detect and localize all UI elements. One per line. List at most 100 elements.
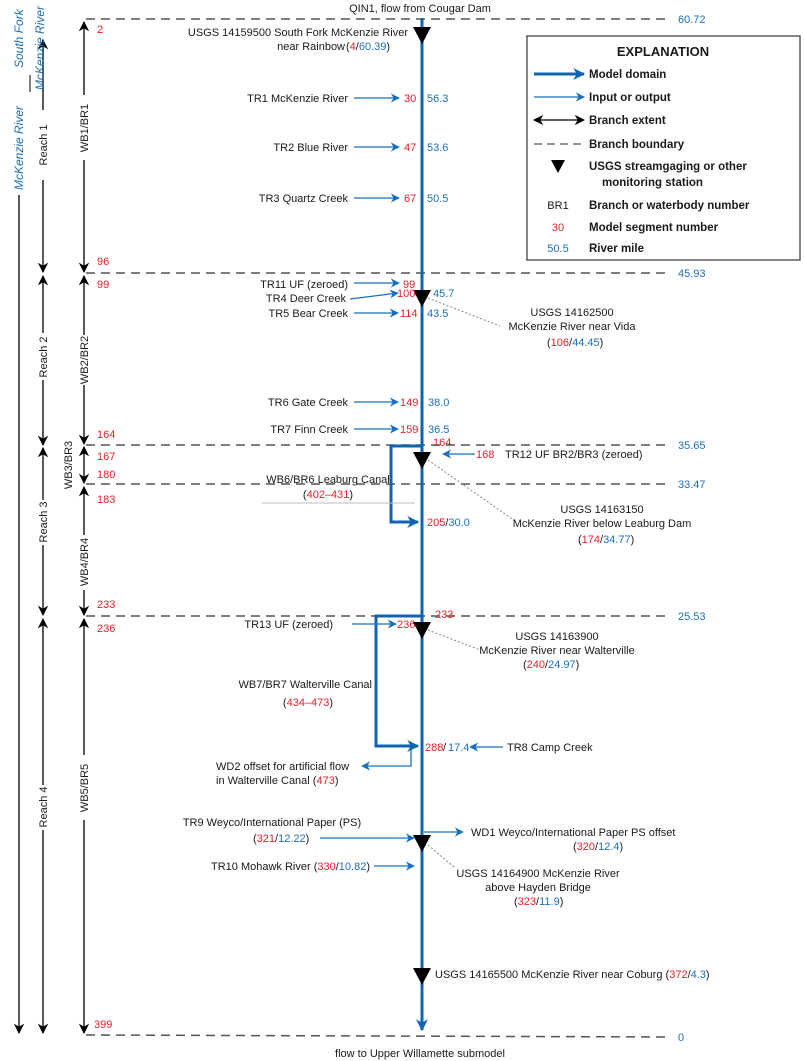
station-triangle-icon[interactable] [413, 27, 431, 44]
station-triangle-icon[interactable] [413, 968, 431, 985]
station-name: McKenzie River near Vida [509, 321, 637, 333]
station-name: USGS 14159500 South Fork McKenzie River [188, 27, 408, 39]
tributary-name: TR4 Deer Creek [266, 293, 347, 305]
station-name: USGS 14163150 [560, 504, 643, 516]
reach-label: Reach 3 [38, 502, 50, 543]
river-mile: 38.0 [428, 397, 449, 409]
station-label-1: USGS 14159500 South Fork McKenzie River … [188, 27, 408, 53]
station-name: McKenzie River near Walterville [479, 645, 634, 657]
tributary-arrows [320, 93, 503, 871]
station-label-6: USGS 14165500 McKenzie River near Coburg… [435, 969, 710, 981]
outflow-title: flow to Upper Willamette submodel [335, 1048, 505, 1060]
station-name: USGS 14164900 McKenzie River [456, 868, 620, 880]
withdrawal-codes: in Walterville Canal (473) [216, 775, 339, 787]
river-label-south-fork: McKenzie River [33, 5, 47, 90]
segment-number: 159 [400, 424, 418, 436]
station-triangle-icon[interactable] [413, 290, 431, 307]
legend-sample-branch: BR1 [547, 200, 568, 212]
legend-label: Model domain [589, 69, 666, 81]
tributary-codes: TR10 Mohawk River (330/10.82) [211, 861, 370, 873]
legend-label: Input or output [589, 92, 671, 104]
legend-label: Branch boundary [589, 139, 685, 151]
branch-label: WB4/BR4 [79, 538, 91, 586]
river-label-mckenzie: McKenzie River [12, 105, 26, 190]
legend-label: Branch or waterbody number [589, 200, 750, 212]
station-name: above Hayden Bridge [485, 882, 591, 894]
segment-number: 236 [397, 619, 415, 631]
boundary-river-mile: 45.93 [678, 268, 706, 280]
legend-label: Branch extent [589, 115, 666, 127]
boundary-river-mile: 60.72 [678, 14, 706, 26]
station-name: USGS 14163900 [515, 631, 598, 643]
withdrawal-codes: (320/12.4) [573, 841, 623, 853]
canal-name: WB7/BR7 Walterville Canal [239, 679, 372, 691]
tributary-name: TR13 UF (zeroed) [244, 619, 333, 631]
segment-number: 233 [97, 599, 115, 611]
tributary-name: TR1 McKenzie River [247, 93, 348, 105]
tributary-name: TR9 Weyco/International Paper (PS) [183, 817, 361, 829]
station-name: McKenzie River below Leaburg Dam [513, 518, 692, 530]
station-codes: (4/60.39) [346, 41, 390, 53]
canal-range: (402–431) [303, 489, 353, 501]
segment-number: 30 [404, 93, 416, 105]
tributary-name: TR5 Bear Creek [269, 308, 349, 320]
boundary-river-mile: 0 [678, 1032, 684, 1044]
boundary-line-0 [85, 1034, 669, 1038]
legend-label: River mile [589, 243, 644, 255]
segment-number: 164 [97, 429, 115, 441]
boundary-river-mile: 35.65 [678, 440, 706, 452]
withdrawal-name: WD1 Weyco/International Paper PS offset [471, 827, 675, 839]
river-mile: 50.5 [427, 193, 448, 205]
segment-number: 180 [97, 469, 115, 481]
tributary-codes: (321/12.22) [253, 833, 309, 845]
legend-sample-segment: 30 [552, 222, 564, 234]
branch-label: WB5/BR5 [79, 764, 91, 812]
segment-number: 99 [97, 279, 109, 291]
station-markers [413, 27, 431, 985]
legend: EXPLANATION Model domain Input or output… [526, 35, 801, 261]
station-codes: (323/11.9) [514, 896, 563, 908]
segment-number: 399 [94, 1019, 112, 1031]
extent-lines [13, 20, 90, 1035]
legend-label: Model segment number [589, 222, 719, 234]
tributary-name: TR11 UF (zeroed) [260, 279, 348, 291]
station-codes: (240/24.97) [523, 659, 579, 671]
segment-number: 47 [404, 142, 416, 154]
input-arrow [349, 289, 399, 300]
segment-number: 114 [400, 308, 418, 320]
station-label-5: USGS 14164900 McKenzie River above Hayde… [456, 868, 620, 908]
branch-label: WB2/BR2 [79, 336, 91, 384]
tributary-name: TR2 Blue River [273, 142, 348, 154]
leaburg-canal-path [389, 444, 422, 528]
station-leaders [427, 297, 516, 869]
river-label-south-fork: South Fork [12, 8, 26, 68]
reach-label: Reach 2 [38, 337, 50, 378]
segment-number: 96 [97, 256, 109, 268]
tributary-name: TR12 UF BR2/BR3 (zeroed) [505, 449, 643, 461]
tributary-name: TR7 Finn Creek [270, 424, 348, 436]
station-codes: USGS 14165500 McKenzie River near Coburg… [435, 969, 710, 981]
segment-number: 67 [404, 193, 416, 205]
tributary-name: TR6 Gate Creek [268, 397, 349, 409]
reach-label: Reach 4 [38, 787, 50, 828]
station-triangle-icon[interactable] [413, 452, 431, 469]
segment-number: 183 [97, 494, 115, 506]
station-label-2: USGS 14162500 McKenzie River near Vida (… [509, 307, 637, 349]
inflow-title: QIN1, flow from Cougar Dam [349, 3, 491, 15]
segment-number: 99 [403, 279, 415, 291]
branch-label: WB3/BR3 [63, 441, 75, 489]
station-triangle-icon[interactable] [413, 622, 431, 639]
segment-number: 164 [433, 437, 451, 449]
tributary-name: TR8 Camp Creek [507, 742, 593, 754]
boundary-river-mile: 33.47 [678, 479, 706, 491]
station-name: USGS 14162500 [530, 307, 613, 319]
segment-number: 288 [425, 742, 443, 754]
river-mile: 36.5 [428, 424, 449, 436]
legend-station-triangle-icon [551, 160, 565, 173]
output-arrow [361, 747, 412, 771]
withdrawal-name: WD2 offset for artificial flow [216, 761, 349, 773]
canal-return: 205/30.0 [427, 517, 470, 529]
station-label-4: USGS 14163900 McKenzie River near Walter… [479, 631, 634, 671]
station-triangle-icon[interactable] [413, 835, 431, 852]
